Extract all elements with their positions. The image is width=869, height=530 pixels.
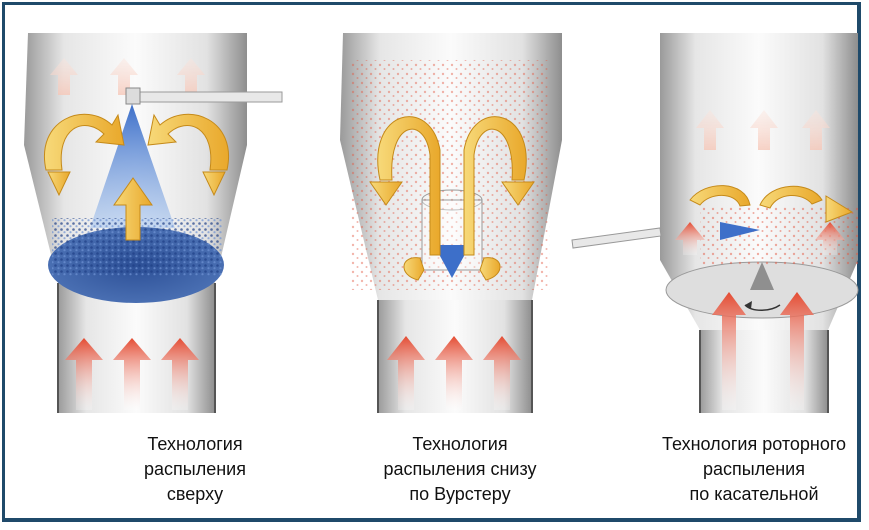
top-spray-illustration bbox=[24, 33, 282, 413]
tangential-nozzle bbox=[572, 228, 661, 248]
rotor-illustration bbox=[572, 33, 858, 413]
caption-top-spray: Технология распыления сверху bbox=[75, 432, 315, 507]
caption-wurster: Технология распыления снизу по Вурстеру bbox=[340, 432, 580, 507]
spray-nozzle bbox=[130, 92, 282, 102]
inlet-air-arrows bbox=[387, 336, 521, 410]
wurster-illustration bbox=[340, 33, 562, 413]
caption-rotor-tangential: Технология роторного распыления по касат… bbox=[636, 432, 869, 507]
lower-chamber bbox=[700, 330, 828, 413]
inlet-air-arrows bbox=[65, 338, 199, 410]
